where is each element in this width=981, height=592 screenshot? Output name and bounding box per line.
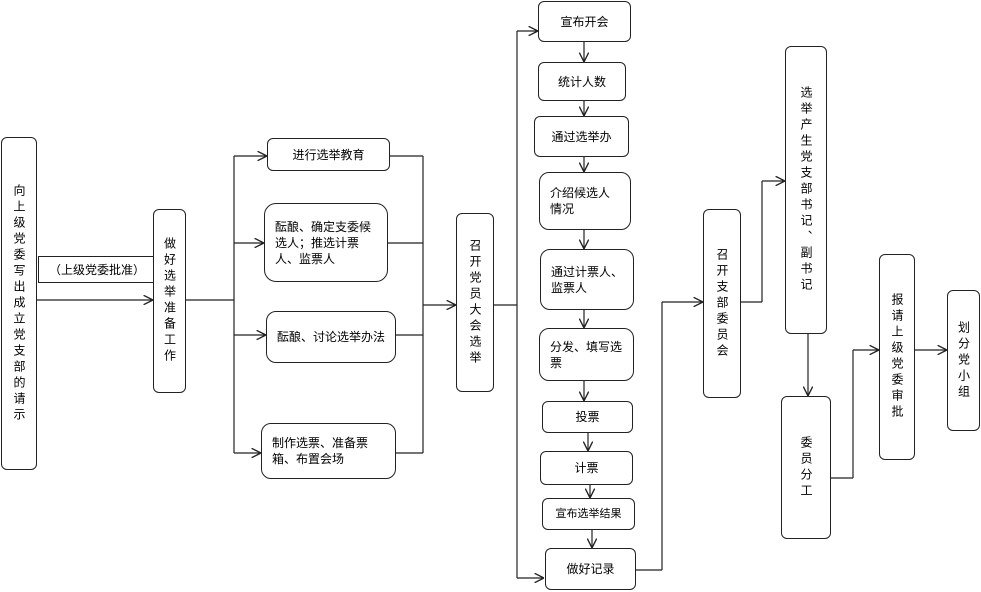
step-distribute-ballots: 分发、填写选票 (539, 328, 634, 381)
congress-box: 召开党员大会选举 (456, 213, 494, 392)
step-label: 做好记录 (566, 562, 615, 576)
request-label: 向上级党委写出成立党支部的请示 (12, 183, 26, 424)
division-label: 委员分工 (799, 435, 813, 500)
elect-secretary-box: 选举产生党支部书记、副书记 (785, 46, 827, 334)
step-record: 做好记录 (545, 548, 636, 590)
step-label: 宣布选举结果 (555, 507, 622, 520)
step-pass-tellers: 通过计票人、监票人 (540, 249, 634, 310)
prepare-label: 做好选举准备工作 (162, 237, 177, 365)
prepare-box: 做好选举准备工作 (153, 209, 186, 393)
prep-task-ballots: 制作选票、准备票箱、布置会场 (261, 423, 396, 479)
committee-meeting-box: 召开支部委员会 (703, 209, 741, 398)
congress-label: 召开党员大会选举 (468, 238, 482, 367)
prep-task-label: 制作选票、准备票箱、布置会场 (272, 436, 369, 466)
approval-note-label: （上级党委批准） (48, 262, 145, 277)
step-introduce-candidates: 介绍候选人情况 (539, 172, 631, 230)
approval-note-box: （上级党委批准） (38, 256, 156, 283)
party-groups-label: 划分党小组 (956, 320, 971, 401)
step-label: 通过计票人、监票人 (551, 264, 624, 295)
report-approval-label: 报请上级党委审批 (890, 293, 904, 421)
report-approval-box: 报请上级党委审批 (879, 254, 915, 460)
step-pass-procedure: 通过选举办 (534, 116, 629, 157)
prep-task-label: 进行选举教育 (292, 147, 365, 162)
step-label: 分发、填写选票 (550, 339, 623, 370)
step-tally: 计票 (540, 451, 633, 485)
step-label: 通过选举办 (551, 129, 612, 144)
step-count-attendance: 统计人数 (538, 62, 626, 101)
prep-task-label: 酝酿、确定支委候选人；推选计票人、监票人 (275, 219, 372, 266)
step-label: 投票 (575, 410, 600, 424)
step-open-meeting: 宣布开会 (538, 1, 631, 42)
step-label: 宣布开会 (560, 14, 609, 29)
division-box: 委员分工 (781, 396, 831, 539)
elect-secretary-label: 选举产生党支部书记、副书记 (799, 86, 813, 294)
party-groups-box: 划分党小组 (947, 290, 980, 431)
step-label: 统计人数 (557, 74, 606, 89)
committee-meeting-label: 召开支部委员会 (715, 247, 729, 360)
request-box: 向上级党委写出成立党支部的请示 (1, 137, 37, 470)
step-label: 介绍候选人情况 (550, 186, 611, 216)
step-announce-results: 宣布选举结果 (542, 498, 635, 530)
prep-task-methods: 酝酿、讨论选举办法 (266, 311, 396, 363)
step-label: 计票 (574, 461, 599, 475)
step-vote: 投票 (542, 401, 633, 433)
prep-task-candidates: 酝酿、确定支委候选人；推选计票人、监票人 (264, 203, 388, 282)
prep-task-education: 进行选举教育 (267, 138, 390, 171)
prep-task-label: 酝酿、讨论选举办法 (276, 330, 385, 344)
